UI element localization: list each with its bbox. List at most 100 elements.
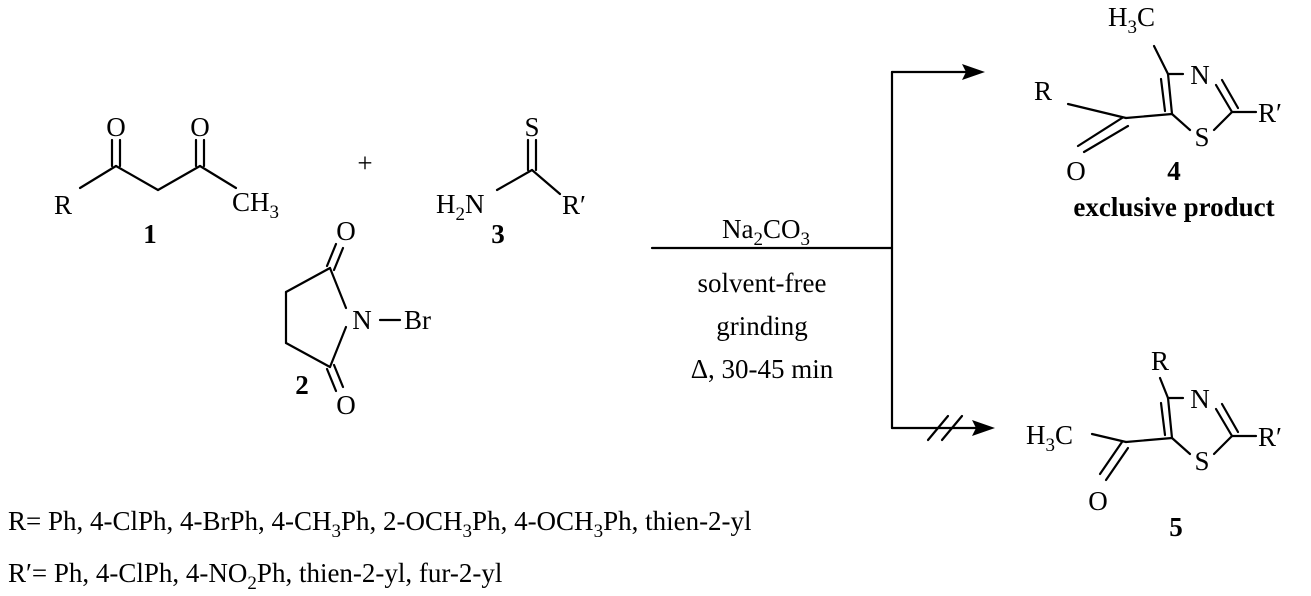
bond [78,164,118,190]
compound-label: 2 [295,370,309,400]
double-bond [325,367,338,393]
atom-n: N [352,305,372,335]
r-list-sub: 3 [463,521,473,542]
atom-o: O [106,112,126,142]
double-bond [1159,77,1167,113]
bond [1066,102,1128,120]
compound-3: S H2N R′ 3 [436,112,586,249]
arrow-head [972,420,995,436]
bond [284,341,332,369]
atom-c: C [1137,2,1155,32]
bond [1214,83,1234,114]
atom-n: N [1190,60,1210,90]
atom-br: Br [404,305,431,335]
reaction-conditions: Na2CO3 solvent-free grinding Δ, 30-45 mi… [691,214,834,384]
condition-line: solvent-free [698,268,827,298]
r-list-part: R= Ph, 4-ClPh, 4-BrPh, 4-CH [8,506,332,536]
reaction-arrows [650,64,995,442]
atom-h: H [1108,2,1128,32]
double-bond [1082,124,1130,154]
double-bond [1104,446,1130,482]
bond [328,325,348,369]
atom-o: O [336,390,356,420]
bond [1170,436,1192,456]
reagent-sub: 2 [753,229,763,250]
atom-r-prime: R′ [1258,422,1282,452]
atom-r-prime: R′ [562,190,586,220]
atom-h3c: H3C [1026,420,1073,456]
atom-r-prime: R′ [1258,98,1282,128]
compound-label: 1 [143,219,157,249]
atom-n: N [465,189,485,219]
atom-o: O [336,216,356,246]
compound-5: R N S H3C O R′ 5 [1026,346,1282,542]
bond [1090,432,1128,444]
rp-list-part: Ph, thien-2-yl, fur-2-yl [257,558,502,588]
double-bond [325,242,338,268]
atom-ch3: CH3 [232,187,279,223]
r-substituent-list: R= Ph, 4-ClPh, 4-BrPh, 4-CH3Ph, 2-OCH3Ph… [8,506,752,542]
compound-label: 5 [1169,512,1183,542]
bond [1124,112,1174,120]
compound-4: H3C N S R O R′ 4 exclusive product [1034,2,1282,222]
atom-o: O [190,112,210,142]
compound-1: O O R CH3 1 [54,112,279,249]
bond [1166,72,1174,116]
double-bond [1159,401,1167,437]
bond [1214,407,1234,438]
bond [114,164,160,192]
rp-list-part: R′= Ph, 4-ClPh, 4-NO [8,558,247,588]
blocked-mark [940,414,964,442]
double-bond [1220,78,1240,110]
double-bond [1076,116,1124,148]
bond [1166,396,1174,440]
reagent-mid: CO [763,214,801,244]
atom-r: R [1151,346,1169,376]
bond [1124,436,1174,444]
atom-o: O [1088,486,1108,516]
reagent: Na2CO3 [722,214,810,250]
double-bond [1098,440,1124,476]
bond [495,168,534,192]
atom-h: H [436,189,456,219]
atom-s: S [1194,122,1209,152]
compound-2: O O N Br 2 [284,216,431,420]
compound-label: 4 [1167,156,1181,186]
atom-h-sub: 2 [456,204,466,225]
atom-ch3-main: CH [232,187,270,217]
compound-label: 3 [491,219,505,249]
atom-o: O [1066,156,1086,186]
atom-h2n: H2N [436,189,485,225]
atom-h-sub: 3 [1046,435,1056,456]
atom-s: S [524,112,539,142]
bond [530,168,562,196]
bond [1152,44,1170,76]
bond [198,164,238,190]
arrow-head [962,64,985,80]
atom-r: R [54,190,72,220]
condition-line: Δ, 30-45 min [691,354,834,384]
bond [284,266,332,294]
atom-n: N [1190,384,1210,414]
r-list-part: Ph, thien-2-yl [603,506,752,536]
double-bond [1220,402,1240,434]
r-list-part: Ph, 4-OCH [472,506,594,536]
atom-s: S [1194,446,1209,476]
reagent-main: Na [722,214,753,244]
r-list-sub: 3 [594,521,604,542]
blocked-mark [926,414,950,442]
reagent-sub: 3 [801,229,811,250]
atom-c: C [1055,420,1073,450]
r-list-part: Ph, 2-OCH [341,506,463,536]
exclusive-product-note: exclusive product [1073,192,1274,222]
r-prime-substituent-list: R′= Ph, 4-ClPh, 4-NO2Ph, thien-2-yl, fur… [8,558,502,594]
bond [1158,376,1170,400]
atom-h3c: H3C [1108,2,1155,38]
bond [1170,112,1192,132]
bond [156,164,202,192]
double-bond [332,363,345,389]
plus-sign: + [357,148,372,178]
bond [1212,110,1234,132]
